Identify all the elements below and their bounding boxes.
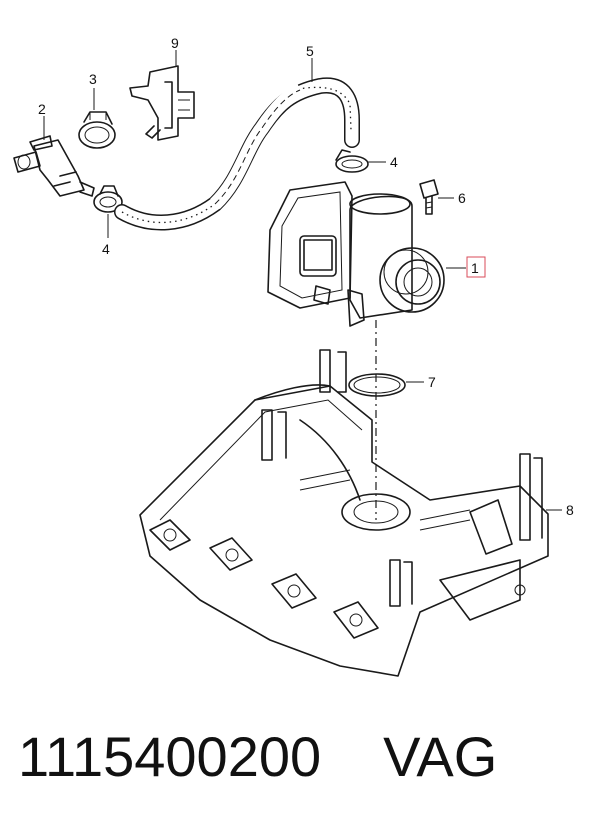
parts-diagram: 9 3 2 5 4 6 4 1 7 8: [13, 35, 574, 677]
callout-3: 3: [89, 71, 97, 87]
callout-7: 7: [428, 374, 436, 390]
part-2-valve: [13, 135, 95, 197]
part-number: 1115400200: [18, 725, 322, 788]
part-6-bolt: [419, 179, 439, 215]
callout-1: 1: [471, 260, 479, 276]
callout-4-left: 4: [102, 241, 110, 257]
callout-5: 5: [306, 43, 314, 59]
brand-name: VAG: [383, 725, 498, 788]
callout-4-center: 4: [390, 154, 398, 170]
callout-1-highlight: [466, 256, 486, 278]
part-9-clip: [129, 65, 195, 141]
part-4-clamp-center: [335, 149, 369, 173]
callout-8: 8: [566, 502, 574, 518]
part-8-intake-manifold: [139, 349, 549, 677]
callout-2: 2: [38, 101, 46, 117]
part-3-clamp: [78, 111, 116, 149]
callout-6: 6: [458, 190, 466, 206]
callout-9: 9: [171, 35, 179, 51]
part-1-throttle-body: [267, 181, 445, 327]
part-4-clamp-left: [93, 185, 123, 213]
part-7-o-ring: [348, 373, 406, 397]
footer-caption: 1115400200 VAG: [18, 722, 588, 802]
part-5-hose: [114, 77, 360, 231]
